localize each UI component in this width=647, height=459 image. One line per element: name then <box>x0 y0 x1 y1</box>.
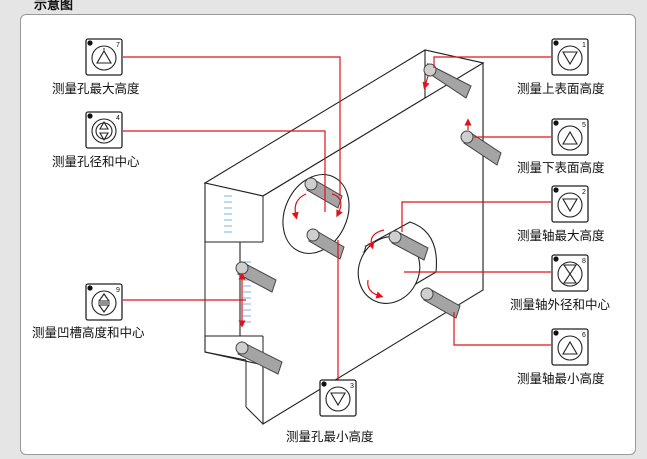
label-gauge-2: 测量轴最大高度 <box>517 228 605 243</box>
gauge-1[interactable]: 1 <box>551 38 589 76</box>
leader-lines <box>123 56 551 383</box>
gauge-2[interactable]: 2 <box>551 185 589 223</box>
svg-text:7: 7 <box>116 42 120 49</box>
label-gauge-1: 测量上表面高度 <box>517 81 605 96</box>
gauge-4[interactable]: 4 <box>85 111 123 149</box>
gauge-8[interactable]: 8 <box>551 254 589 292</box>
label-gauge-8: 测量轴外径和中心 <box>510 297 611 312</box>
svg-text:1: 1 <box>582 42 586 49</box>
label-gauge-5: 测量下表面高度 <box>517 160 605 175</box>
label-gauge-4: 测量孔径和中心 <box>52 154 140 169</box>
label-gauge-6: 测量轴最小高度 <box>517 371 605 386</box>
gauge-6[interactable]: 6 <box>551 328 589 366</box>
svg-text:8: 8 <box>582 258 586 265</box>
gauge-7[interactable]: 7 <box>85 38 123 76</box>
page-title: 示意图 <box>34 0 74 12</box>
label-gauge-7: 测量孔最大高度 <box>52 81 140 96</box>
measurement-arrows <box>238 75 472 328</box>
svg-text:5: 5 <box>582 122 586 129</box>
label-gauge-9: 测量凹槽高度和中心 <box>32 325 145 340</box>
label-gauge-3: 测量孔最小高度 <box>286 429 374 444</box>
shaft <box>357 221 438 304</box>
svg-text:4: 4 <box>116 115 120 122</box>
svg-text:3: 3 <box>350 383 354 390</box>
gauge-5[interactable]: 5 <box>551 118 589 156</box>
gauge-9[interactable]: 9 <box>85 283 123 321</box>
workpiece <box>203 49 485 425</box>
probes <box>235 62 502 375</box>
gauge-3[interactable]: 3 <box>319 379 357 417</box>
svg-text:2: 2 <box>582 189 586 196</box>
svg-text:9: 9 <box>116 287 120 294</box>
svg-text:6: 6 <box>582 332 586 339</box>
